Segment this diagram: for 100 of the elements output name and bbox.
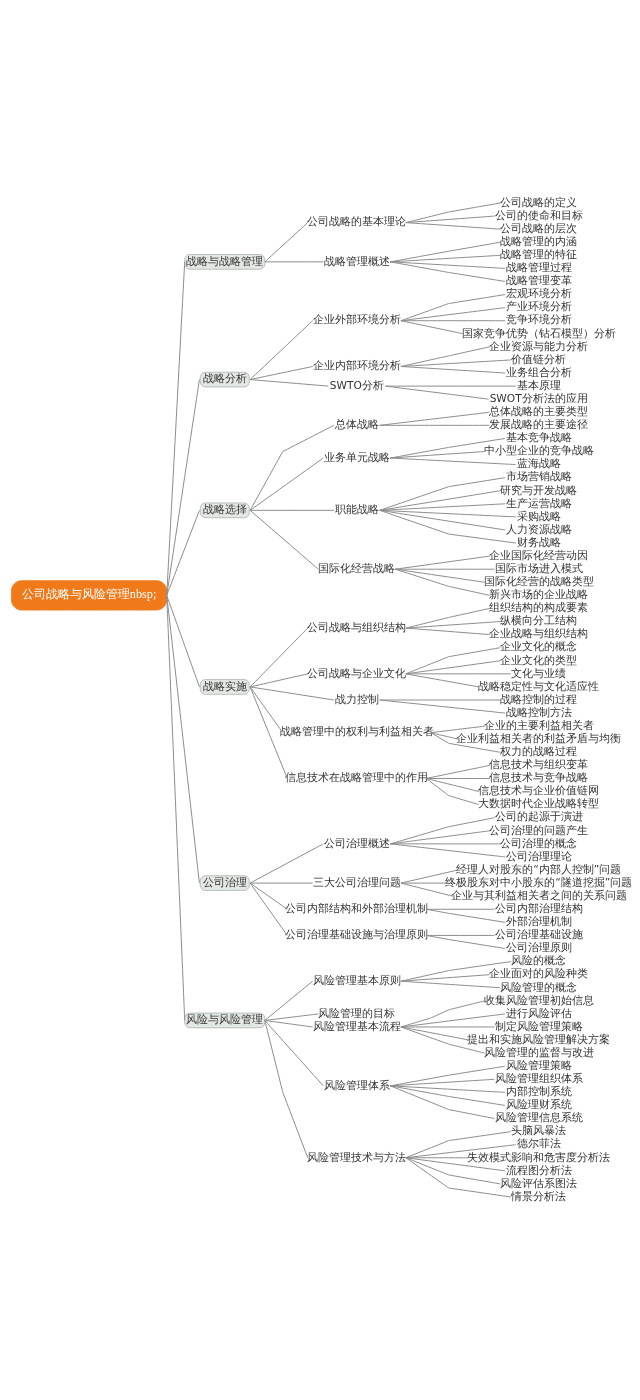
node-text: 风险评估系图法 [500,1176,578,1190]
connector [405,1157,512,1198]
node-text: 公司内部结构和外部治理机制 [285,902,429,916]
connector [249,320,314,381]
connector [394,555,491,570]
node-box: 公司治理 [199,875,250,891]
connector [405,1131,512,1159]
node-text: 公司治理原则 [505,941,572,955]
node-text: 公司内部治理结构 [494,902,583,916]
connector [249,379,329,387]
node-text: 风险管理的目标 [318,1006,396,1020]
connector [430,732,460,740]
node-text: 风险理财系统 [505,1098,572,1112]
connector [425,778,480,793]
connector [405,621,501,629]
connector [400,961,512,982]
node-text: 新兴市场的企业战略 [489,588,589,602]
node-text: 风险管理信息系统 [494,1111,583,1125]
connector [400,294,506,322]
node-box: 战略选择 [199,502,250,519]
node-text: 进行风险评估 [505,1006,572,1020]
connector [166,594,200,688]
connector [400,882,454,897]
node-text: 德尔菲法 [516,1137,561,1151]
connector [166,594,200,884]
connector [425,934,506,949]
node-text: 企业外部环境分析 [312,313,401,327]
connector [389,843,506,858]
connector [405,1157,506,1172]
node-text: 风险的概念 [511,954,567,968]
connector [249,843,324,884]
node-text: 总体战略的主要类型 [489,405,589,419]
node-text: 终极股东对中小股东的“隧道挖掘”问题 [445,875,633,889]
node-text: 国家竞争优势（钻石模型）分析 [461,326,616,340]
connector [166,594,186,1021]
node-text: 战略稳定性与文化适应性 [478,679,600,693]
connector [249,882,288,936]
node-text: 国际市场进入模式 [494,561,583,575]
node-text: 内部控制系统 [505,1085,572,1099]
node-text: 人力资源战略 [505,522,572,536]
connector [249,424,335,511]
node-text: 业务单元战略 [323,450,390,464]
node-text: 研究与开发战略 [500,483,578,497]
connector [425,778,480,806]
node-text: 风险管理体系 [323,1078,390,1092]
node-text: 业务组合分析 [505,365,572,379]
node-text: 宏观环境分析 [505,287,572,301]
node-text: 公司治理基础设施 [494,928,583,942]
connector [379,509,517,544]
connector [400,1026,486,1054]
node-text: 文化与业绩 [511,666,567,680]
connector [389,1085,506,1093]
node-text: 战略管理的内涵 [500,235,578,249]
node-text: 公司的使命和目标 [494,208,583,222]
connector [249,686,335,701]
connector [384,385,517,387]
connector [405,1157,501,1185]
node-text: 公司战略的定义 [500,195,578,209]
connector [389,457,517,466]
connector [394,568,491,596]
node-text: 企业与其利益相关者之间的关系问题 [450,888,627,902]
connector [400,1013,506,1028]
connector [264,261,324,263]
connector [389,1085,506,1106]
node-text: SWOT分析法的应用 [489,391,588,405]
connector [379,699,501,701]
node-text: 权力的战略过程 [500,745,578,759]
node-text: 基本竞争战略 [505,431,572,445]
connector [425,764,491,779]
connector [379,424,491,426]
connector [400,974,491,982]
connector [400,882,450,884]
node-text: 战略管理变革 [505,274,572,288]
node-text: 公司治理的概念 [500,836,578,850]
connector [264,222,309,263]
connector [249,882,288,910]
connector [166,509,200,596]
node-text: 企业面对的风险种类 [489,967,589,981]
node-text: 情景分析法 [511,1189,567,1203]
node-text: 风险管理的监督与改进 [483,1045,594,1059]
node-text: 国际化经营战略 [318,561,396,575]
node-text: 市场营销战略 [505,470,572,484]
node-text: 提出和实施风险管理解决方案 [467,1032,611,1046]
node-text: 企业文化的类型 [500,653,578,667]
connector [430,732,501,753]
connector [400,869,459,884]
node-text: 战略管理中的权利与利益相关者 [279,725,434,739]
node-text: 风险管理组织体系 [494,1072,583,1086]
connector [405,673,480,688]
node-text: 战略管理过程 [505,261,572,275]
node-text: 公司战略的层次 [500,221,578,235]
node-text: 风险管理基本流程 [312,1019,401,1033]
connector [249,882,314,884]
node-box: 战略与战略管理 [184,254,266,270]
node-text: 蓝海战略 [516,457,561,471]
node-text: 战略管理概述 [323,254,390,268]
node-text: 产业环境分析 [505,300,572,314]
node-text: 战略控制的过程 [500,692,578,706]
connector [400,980,501,989]
node-text: 信息技术与组织变革 [489,758,589,772]
